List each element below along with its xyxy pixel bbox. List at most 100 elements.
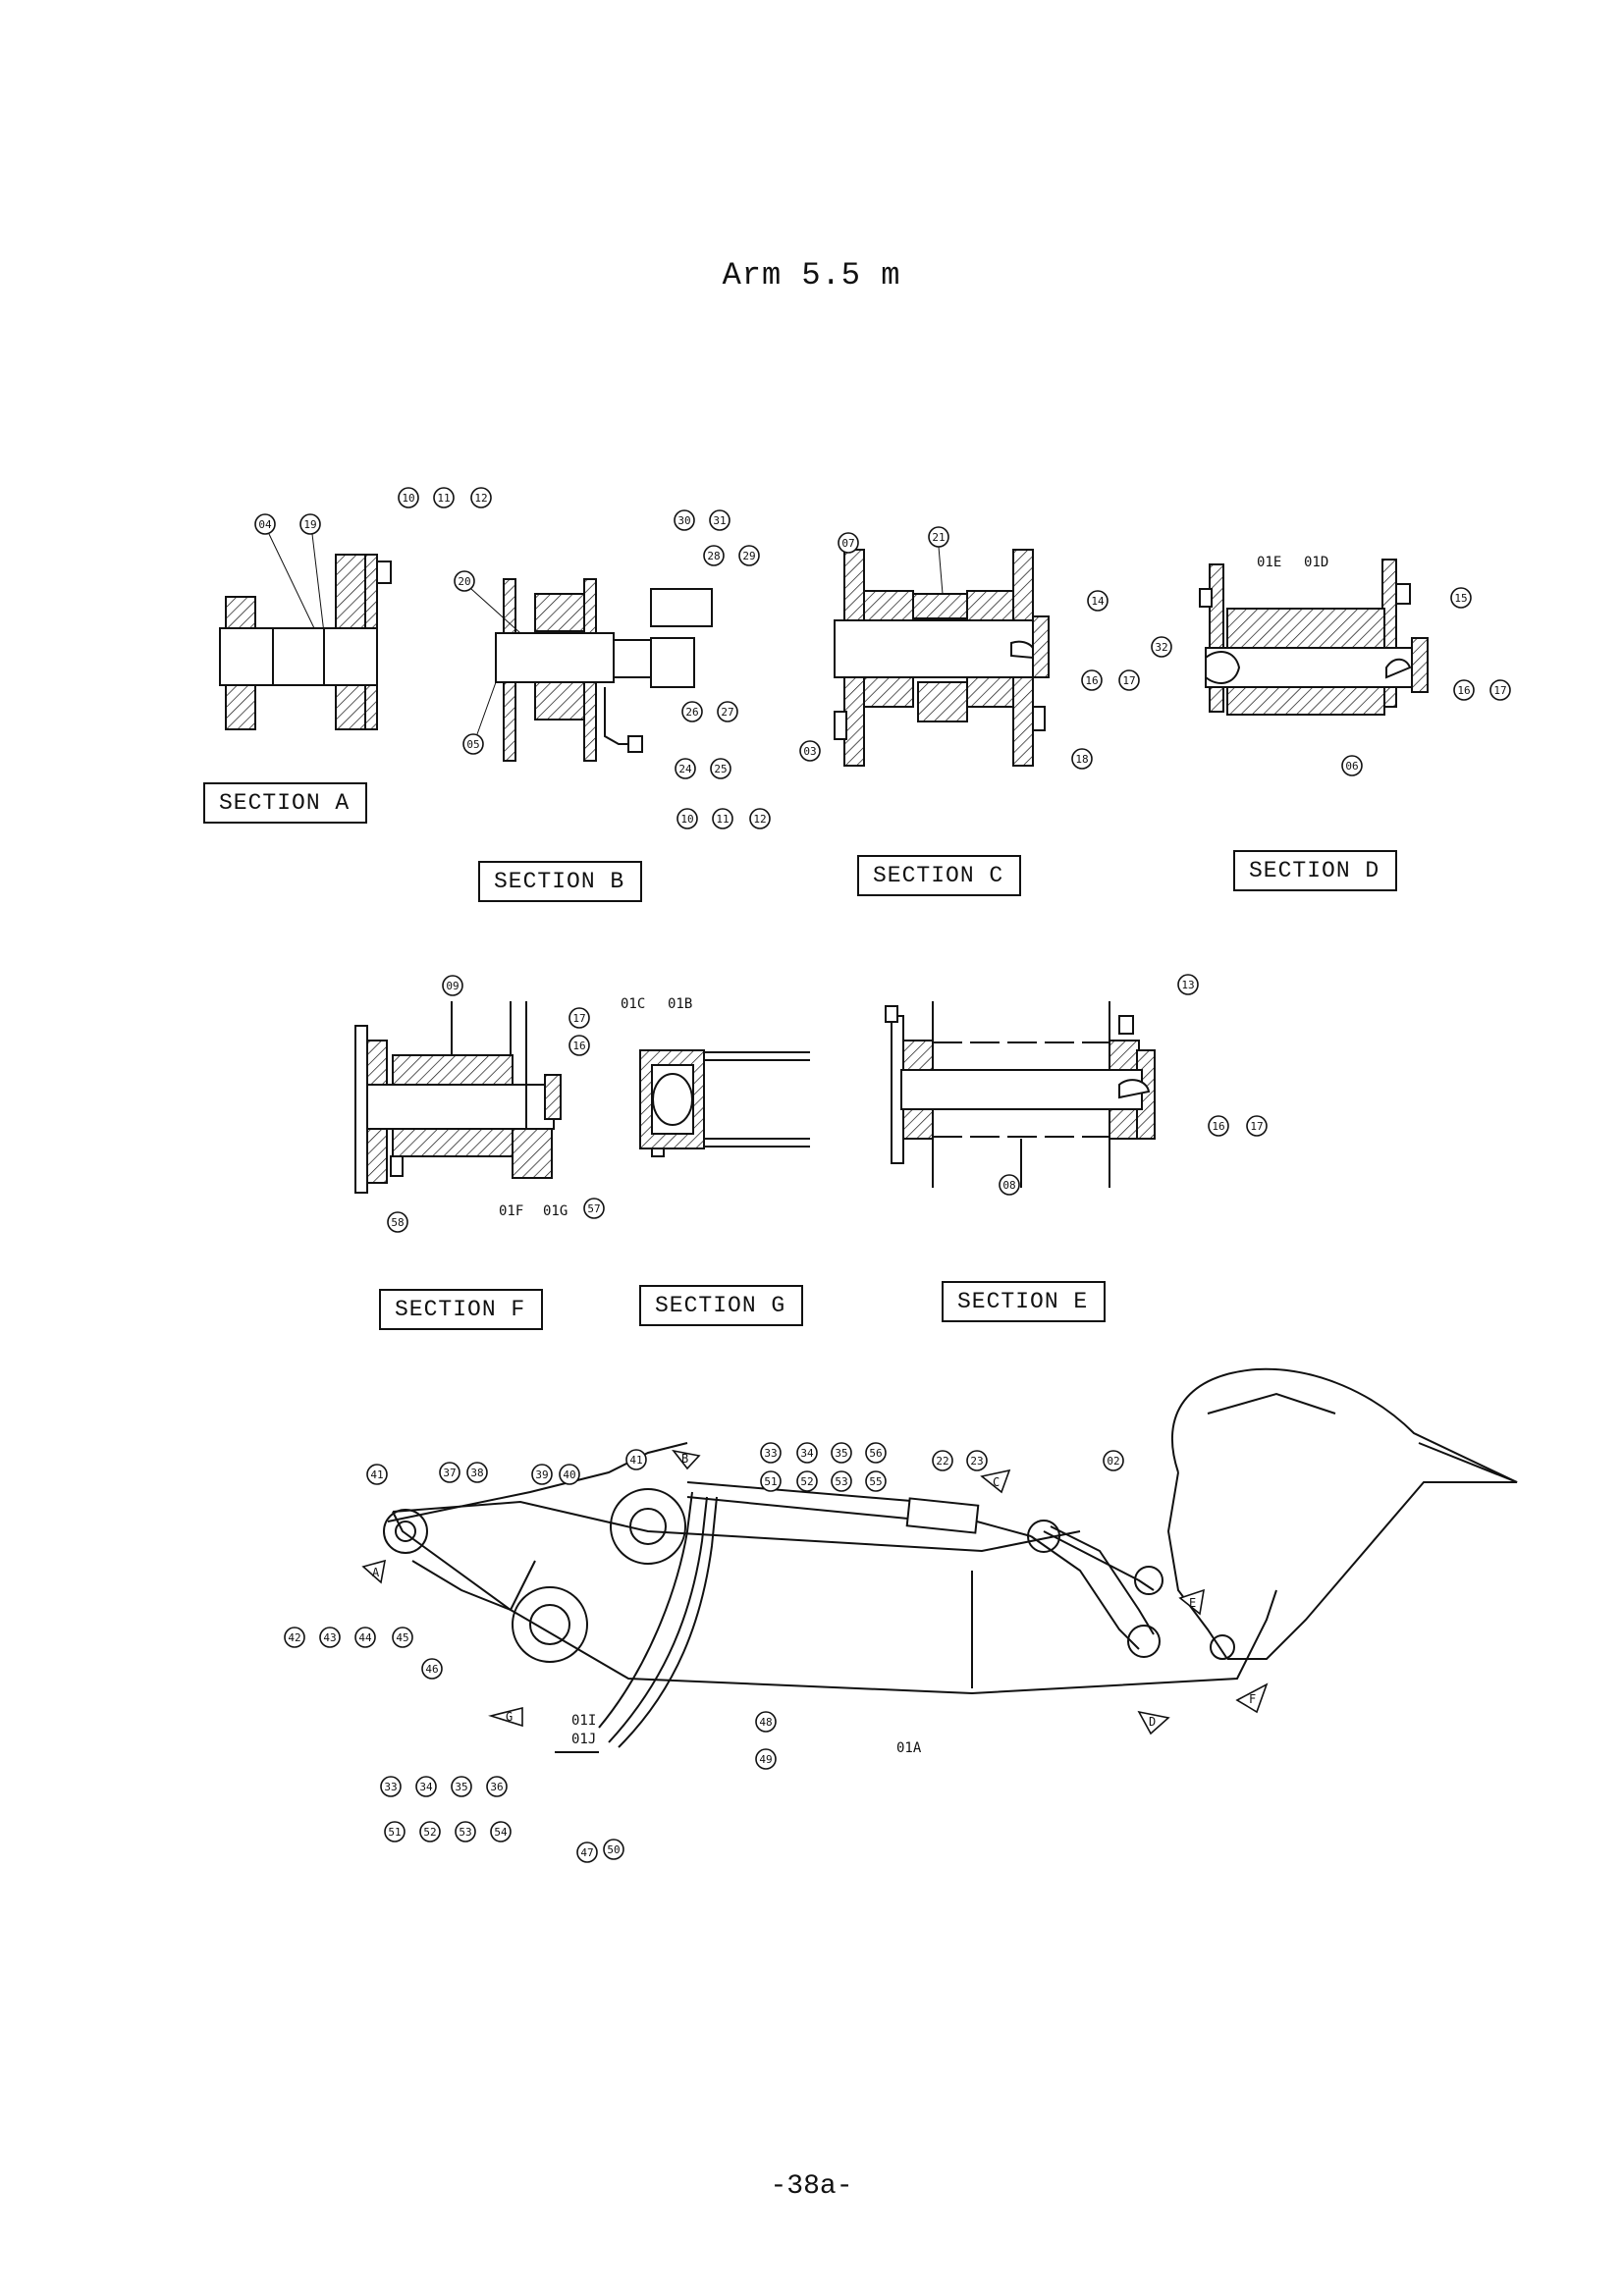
svg-text:43: 43 [323, 1631, 336, 1644]
section-g-drawing [639, 1049, 810, 1157]
callout-53-top: 53 [831, 1470, 852, 1492]
svg-text:51: 51 [764, 1475, 777, 1488]
label-01E: 01E [1257, 555, 1281, 570]
svg-text:48: 48 [759, 1716, 772, 1729]
callout-32: 32 [1151, 636, 1172, 658]
svg-text:35: 35 [835, 1447, 847, 1460]
view-arrow-a: A [361, 1559, 387, 1584]
callout-57: 57 [583, 1198, 605, 1219]
svg-text:56: 56 [869, 1447, 882, 1460]
svg-text:37: 37 [443, 1467, 456, 1479]
svg-text:33: 33 [384, 1781, 397, 1793]
label-01I: 01I [571, 1713, 596, 1729]
svg-text:58: 58 [391, 1216, 404, 1229]
callout-29: 29 [738, 545, 760, 566]
svg-text:31: 31 [713, 514, 726, 527]
svg-text:22: 22 [936, 1455, 948, 1468]
callout-23: 23 [966, 1450, 988, 1471]
svg-text:12: 12 [474, 492, 487, 505]
callout-35-top: 35 [831, 1442, 852, 1464]
callout-39: 39 [531, 1464, 553, 1485]
plain-part-labels: 01E 01D 01F 01G 01C 01B 01I 01J 01A [499, 555, 1328, 1756]
svg-text:32: 32 [1155, 641, 1167, 654]
callout-41-b: 41 [625, 1449, 647, 1470]
svg-text:19: 19 [303, 518, 316, 531]
callout-10-b: 10 [676, 808, 698, 829]
callout-17-e: 17 [1246, 1115, 1268, 1137]
view-arrow-d: D [1137, 1710, 1170, 1735]
callout-40: 40 [559, 1464, 580, 1485]
callout-13: 13 [1177, 974, 1199, 995]
svg-text:34: 34 [419, 1781, 433, 1793]
callout-14: 14 [1087, 590, 1109, 612]
section-f-drawing [354, 1001, 562, 1194]
svg-text:13: 13 [1181, 979, 1194, 991]
callout-34-bottom: 34 [415, 1776, 437, 1797]
svg-text:38: 38 [470, 1467, 483, 1479]
view-arrow-f: F [1235, 1682, 1269, 1714]
callout-16-c: 16 [1081, 669, 1103, 691]
svg-text:28: 28 [707, 550, 720, 562]
callouts: 04 19 10 11 12 30 31 28 29 20 05 26 27 2… [254, 487, 1511, 1863]
callout-22: 22 [932, 1450, 953, 1471]
callout-34-top: 34 [796, 1442, 818, 1464]
callout-28: 28 [703, 545, 725, 566]
svg-text:25: 25 [714, 763, 727, 775]
svg-text:06: 06 [1345, 760, 1358, 773]
svg-text:E: E [1189, 1596, 1196, 1610]
svg-text:18: 18 [1075, 753, 1088, 766]
svg-text:23: 23 [970, 1455, 983, 1468]
callout-06: 06 [1341, 755, 1363, 776]
svg-text:03: 03 [803, 745, 816, 758]
svg-text:12: 12 [753, 813, 766, 826]
label-01A: 01A [896, 1740, 922, 1756]
section-c-drawing [834, 549, 1050, 767]
callout-09: 09 [442, 975, 463, 996]
svg-text:42: 42 [288, 1631, 300, 1644]
callout-52-top: 52 [796, 1470, 818, 1492]
arm-assembly-drawing [383, 1367, 1518, 1753]
view-arrow-b: B [672, 1449, 701, 1470]
callout-41-a: 41 [366, 1464, 388, 1485]
callout-46: 46 [421, 1658, 443, 1680]
callout-04: 04 [254, 513, 315, 629]
callout-15: 15 [1450, 587, 1472, 609]
callout-16-e: 16 [1208, 1115, 1229, 1137]
svg-text:44: 44 [358, 1631, 372, 1644]
callout-10-a: 10 [398, 487, 419, 508]
callout-35-bottom: 35 [451, 1776, 472, 1797]
callout-50: 50 [603, 1839, 624, 1860]
callout-53-bottom: 53 [455, 1821, 476, 1842]
view-arrow-g: G [488, 1706, 523, 1728]
svg-text:15: 15 [1454, 592, 1467, 605]
svg-text:36: 36 [490, 1781, 503, 1793]
svg-text:16: 16 [1457, 684, 1470, 697]
callout-27: 27 [717, 701, 738, 722]
callout-17-d: 17 [1489, 679, 1511, 701]
callout-11-a: 11 [433, 487, 455, 508]
callout-11-b: 11 [712, 808, 733, 829]
svg-text:49: 49 [759, 1753, 772, 1766]
svg-text:14: 14 [1091, 595, 1105, 608]
svg-text:30: 30 [677, 514, 690, 527]
callout-25: 25 [710, 758, 731, 779]
svg-text:17: 17 [572, 1012, 585, 1025]
callout-54: 54 [490, 1821, 512, 1842]
callout-08: 08 [999, 1174, 1020, 1196]
label-01B: 01B [668, 996, 692, 1012]
svg-text:02: 02 [1107, 1455, 1119, 1468]
svg-text:21: 21 [932, 531, 945, 544]
svg-text:16: 16 [1212, 1120, 1224, 1133]
svg-text:B: B [681, 1452, 688, 1466]
callout-16-f: 16 [568, 1035, 590, 1056]
callout-52-bottom: 52 [419, 1821, 441, 1842]
svg-text:54: 54 [494, 1826, 508, 1839]
section-b-label: SECTION B [478, 861, 643, 902]
label-01J: 01J [571, 1732, 596, 1747]
svg-text:39: 39 [535, 1468, 548, 1481]
view-arrow-e: E [1178, 1588, 1206, 1616]
section-a-label: SECTION A [203, 782, 368, 824]
callout-18: 18 [1071, 748, 1093, 770]
callout-20: 20 [454, 570, 521, 634]
section-d-label: SECTION D [1233, 850, 1398, 891]
